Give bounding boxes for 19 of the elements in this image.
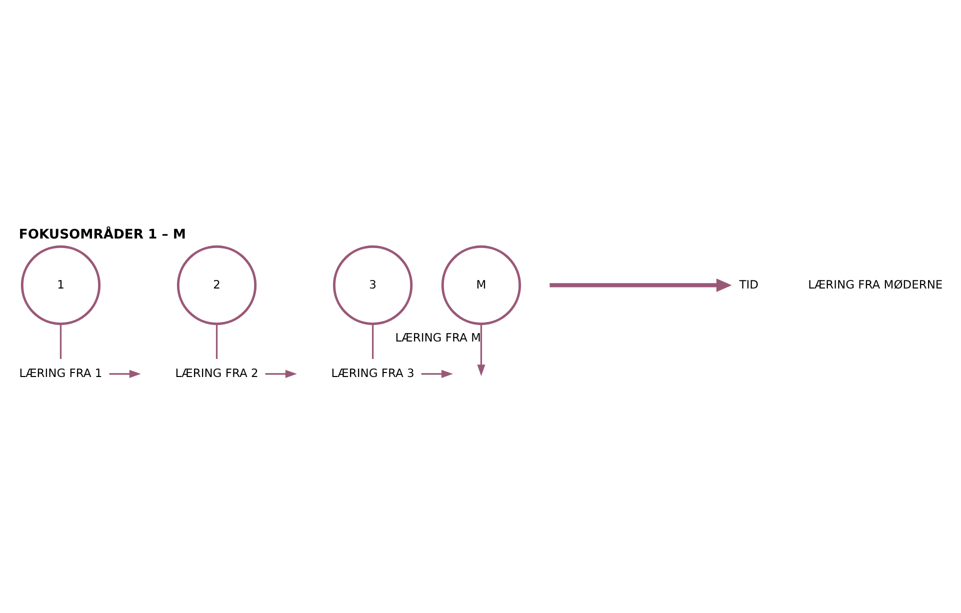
- connector: [371, 323, 374, 358]
- arrow: [549, 278, 732, 292]
- label: LÆRING FRA MØDERNE: [808, 276, 942, 291]
- arrow: [420, 369, 452, 378]
- edge-label: LÆRING FRA M: [394, 330, 480, 344]
- arrow: [476, 323, 485, 376]
- node-circle: M: [440, 244, 521, 325]
- arrow: [108, 369, 140, 378]
- node-circle: 1: [20, 244, 100, 325]
- arrow: [264, 369, 296, 378]
- node-text: TID: [738, 276, 758, 291]
- node-text: LÆRING FRA 2: [174, 365, 258, 380]
- node-text: LÆRING FRA 1: [18, 365, 102, 380]
- node-circle: 3: [332, 244, 412, 325]
- node-text: LÆRING FRA 3: [330, 365, 414, 380]
- connector: [215, 323, 218, 358]
- node-circle: 2: [176, 244, 256, 325]
- diagram-title: FOKUSOMRÅDER 1 – M: [18, 226, 186, 242]
- connector: [59, 323, 62, 358]
